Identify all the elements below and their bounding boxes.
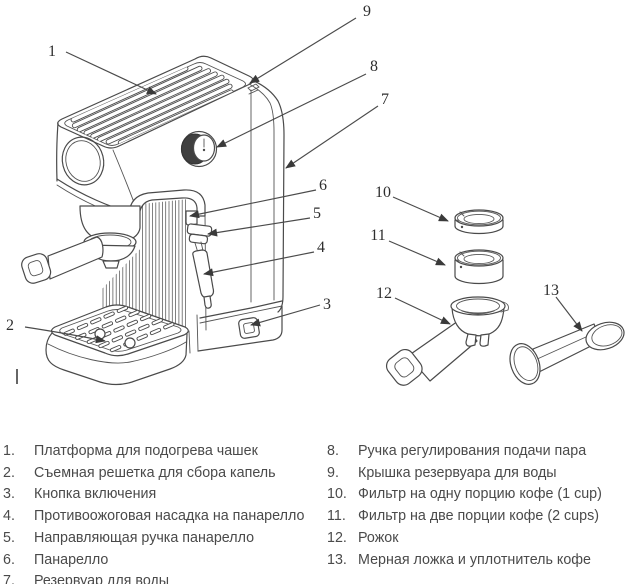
machine-base [188,300,283,354]
legend-item: 9. Крышка резервуара для воды [327,463,622,485]
legend-item: 11. Фильтр на две порции кофе (2 cups) [327,506,622,528]
callout-number-8: 8 [370,58,378,75]
legend-item-label: Рожок [358,529,399,546]
control-knob [180,130,218,168]
legend-item: 3. Кнопка включения [3,484,318,506]
callout-number-1: 1 [48,43,56,60]
steam-wand [185,210,215,309]
callout-number-11: 11 [370,227,385,244]
legend-item-number: 12. [327,529,347,546]
cup-warming-platform [57,55,254,149]
callout-number-4: 4 [317,239,325,256]
legend-item-label: Противоожоговая насадка на панарелло [34,508,305,525]
water-tank-lid-tab [247,83,260,95]
portafilter [385,296,509,386]
legend-column-left: 1. Платформа для подогрева чашек 2. Съемна… [3,441,318,584]
legend-item-label: Ручка регулирования подачи пара [358,443,587,459]
callout-number-10: 10 [375,184,391,201]
legend-item: 8. Ручка регулирования подачи пара [327,441,622,463]
platform-slats [70,65,234,146]
callout-number-3: 3 [323,296,331,313]
portafilter-handle [21,236,104,284]
legend-item-label: Панарелло [34,551,109,568]
wand-guide-handle [186,223,213,245]
anti-burn-sleeve [192,249,215,309]
legend-item: 6. Панарелло [3,550,318,572]
legend-item: 5. Направляющая ручка панарелло [3,528,318,550]
tamper-disc [509,343,541,385]
legend-item-number: 4. [3,508,15,525]
portafilter-spouts [465,333,490,347]
legend-item-number: 10. [327,486,347,503]
window [61,136,105,186]
portafilter-grip [385,318,478,386]
callout-number-13: 13 [543,282,559,299]
callout-number-9: 9 [363,3,371,20]
legend-item-label: Мерная ложка и уплотнитель кофе [358,551,592,568]
legend-item-label: Направляющая ручка панарелло [34,529,255,546]
power-button [238,317,260,339]
legend-item-label: Фильтр на две порции кофе (2 cups) [358,508,599,525]
legend-item-number: 1. [3,443,15,459]
legend-item-number: 3. [3,486,15,503]
legend-item-label: Съемная решетка для сбора капель [34,464,276,481]
legend-item-label: Фильтр на одну порцию кофе (1 cup) [358,486,602,503]
legend-item-label: Кнопка включения [34,486,157,503]
legend-item-number: 8. [327,443,339,459]
drip-tray-hole [124,337,136,349]
callout-number-6: 6 [319,177,327,194]
filter-1cup [454,209,504,235]
legend-item-number: 6. [3,551,15,568]
legend-item: 1. Платформа для подогрева чашек [3,441,318,463]
legend-item: 4. Противоожоговая насадка на панарелло [3,506,318,528]
drip-tray-slots [63,305,175,353]
drip-tray [45,304,189,386]
legend-item: 10. Фильтр на одну порцию кофе (1 cup) [327,484,622,506]
legend-item: 2. Съемная решетка для сбора капель [3,463,318,485]
measuring-spoon [509,321,625,385]
callout-lines [24,17,583,344]
legend-item-number: 7. [3,573,15,584]
legend-item-number: 13. [327,551,347,568]
legend-item-label: Платформа для подогрева чашек [34,443,258,459]
callout-numbers: 1 2 3 4 5 6 7 8 9 10 11 12 13 [6,3,559,334]
legend-item-number: 5. [3,529,15,546]
legend-item-label: Резервуар для воды [34,573,170,584]
callout-number-2: 2 [6,317,14,334]
legend-column-right: 8. Ручка регулирования подачи пара 9. Крыш… [327,441,622,571]
filter-2cup [454,249,504,285]
legend-item-number: 2. [3,464,15,481]
machine-body [21,55,285,386]
legend-item-label: Крышка резервуара для воды [358,464,557,481]
callout-number-12: 12 [376,285,392,302]
water-tank [247,79,285,313]
callout-number-5: 5 [313,205,321,222]
legend-item: 12. Рожок [327,528,622,550]
legend-item: 7. Резервуар для воды [3,571,318,584]
legend-item-number: 11. [327,508,346,525]
drip-tray-hole [94,328,106,340]
legend-item-number: 9. [327,464,339,481]
espresso-machine-diagram: 1 2 3 4 5 6 7 8 9 10 11 12 13 [6,3,625,386]
callout-number-7: 7 [381,91,389,108]
legend-item: 13. Мерная ложка и уплотнитель кофе [327,550,622,572]
